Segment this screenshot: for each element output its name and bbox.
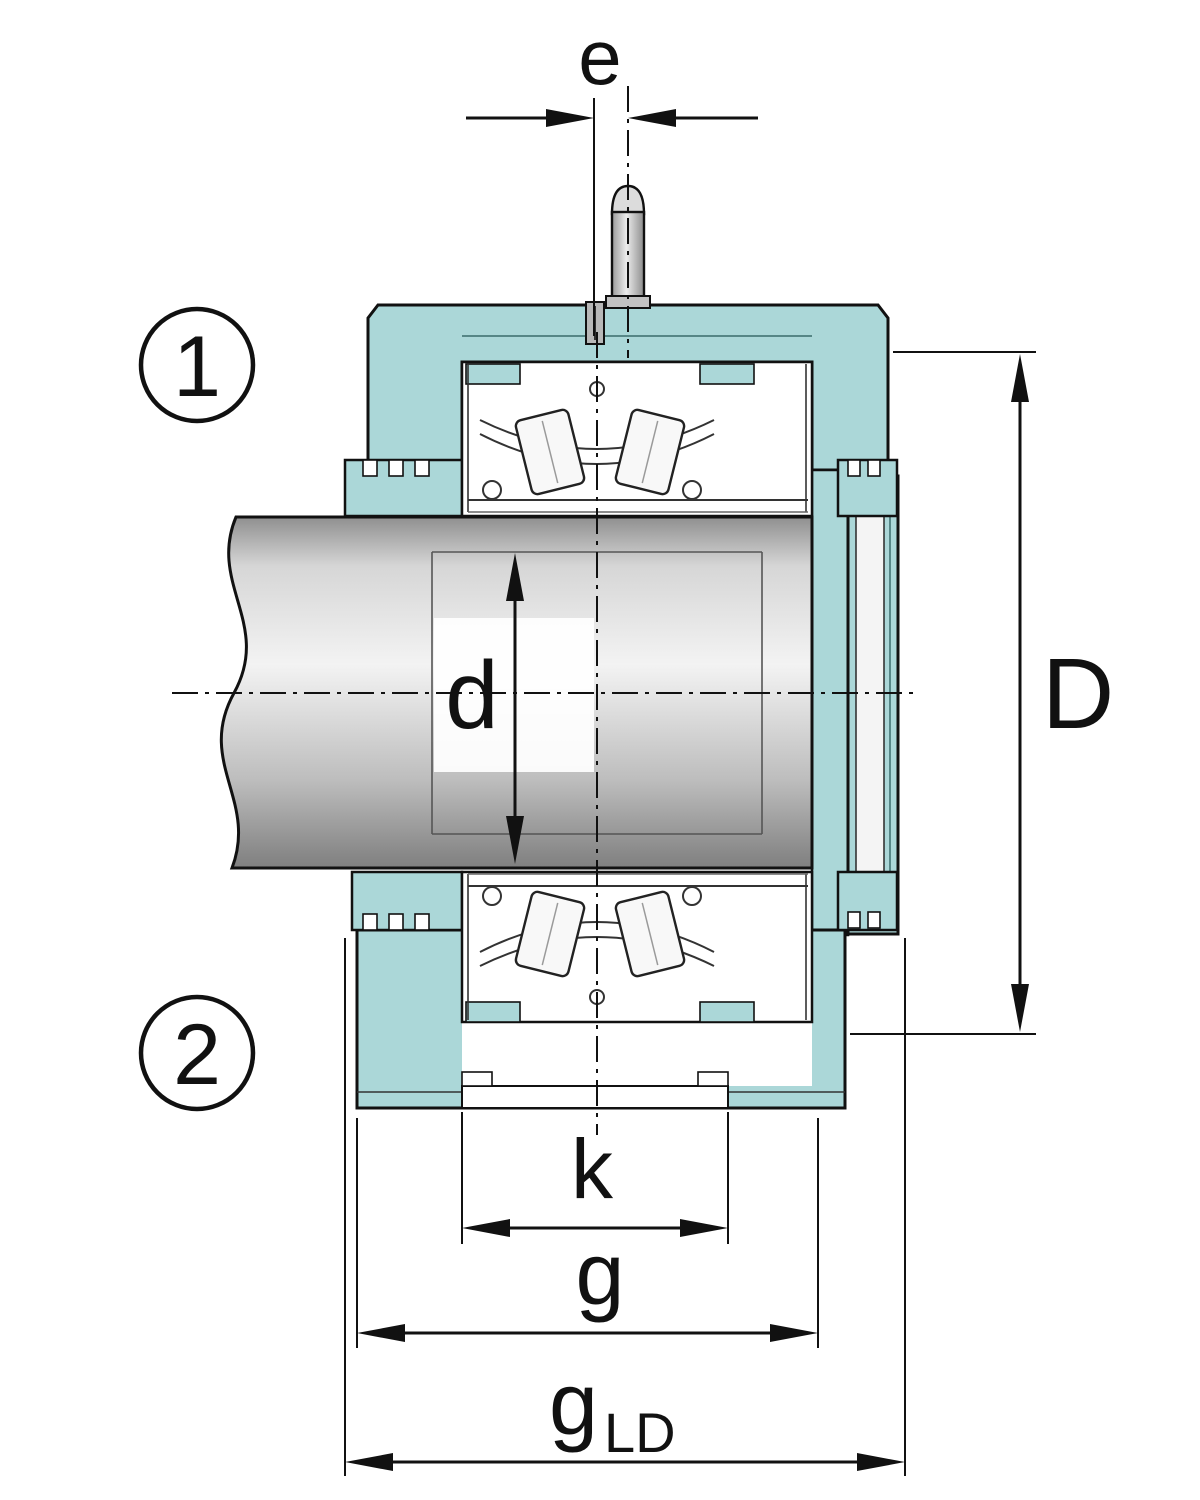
- dim-gld-label-sub: LD: [604, 1401, 676, 1464]
- dim-gld-label-main: g: [549, 1354, 598, 1453]
- groove-tooth: [847, 459, 861, 477]
- dim-k-arrow-right: [680, 1219, 728, 1237]
- dim-k-arrow-left: [462, 1219, 510, 1237]
- dim-gld: g LD: [344, 938, 906, 1476]
- dim-D: D: [850, 351, 1114, 1035]
- callout-2-number: 2: [173, 1007, 221, 1103]
- dim-g: g: [356, 1118, 819, 1348]
- groove-block: [350, 870, 464, 932]
- roller-upper-right: [614, 408, 686, 496]
- callout-1-circle: [138, 306, 256, 424]
- dim-g-label: g: [576, 1224, 625, 1323]
- base-recess: [461, 1085, 729, 1109]
- groove-tooth: [867, 459, 881, 477]
- bearing-lower-seal-right: [699, 1001, 755, 1023]
- raceway-arc-outer: [479, 419, 715, 450]
- roller-upper-left: [514, 408, 586, 496]
- seal-groove-upper-right: [836, 458, 899, 518]
- bearing-lower: [460, 870, 814, 1024]
- groove-tooth: [388, 913, 404, 931]
- dim-d-arrow-top: [506, 553, 524, 601]
- base-recess-notch-left: [461, 1071, 493, 1087]
- groove-tooth: [414, 913, 430, 931]
- cage-hole-upper-left: [482, 480, 502, 500]
- dim-k: k: [461, 1112, 729, 1244]
- bearing-lower-seal-left: [465, 1001, 521, 1023]
- dim-D-label: D: [1042, 638, 1114, 750]
- bearing-upper: [460, 360, 814, 518]
- grease-nipple: [605, 184, 651, 309]
- callout-1-number: 1: [173, 319, 221, 415]
- dim-gld-arrow-right: [857, 1453, 905, 1471]
- seal-groove-lower-left: [350, 870, 464, 932]
- dim-g-arrow-left: [357, 1324, 405, 1342]
- bearing-upper-seal-right: [699, 363, 755, 385]
- end-cover: [846, 474, 900, 936]
- callout-2-circle: [138, 994, 256, 1112]
- dim-d-arrow-bottom: [506, 816, 524, 864]
- dim-k-label: k: [571, 1122, 614, 1216]
- dim-e: e: [466, 13, 758, 336]
- groove-tooth: [414, 459, 430, 477]
- groove-tooth: [362, 459, 378, 477]
- groove-tooth: [362, 913, 378, 931]
- callout-1: 1: [138, 306, 256, 424]
- housing-right-wall: [810, 468, 850, 937]
- dim-e-label: e: [578, 13, 621, 101]
- bearing-upper-seal-left: [465, 363, 521, 385]
- cage-hole-upper-right: [682, 480, 702, 500]
- roller-lower-right: [614, 890, 686, 978]
- dim-d: d: [445, 553, 524, 864]
- roller-lower-left: [514, 890, 586, 978]
- base-recess-notch-right: [697, 1071, 729, 1087]
- dim-D-arrow-top: [1011, 354, 1029, 402]
- dim-e-arrow-right: [628, 109, 676, 127]
- callout-2: 2: [138, 994, 256, 1112]
- seal-groove-upper-left: [343, 458, 464, 518]
- groove-tooth: [847, 911, 861, 929]
- cage-hole-lower-right: [682, 886, 702, 906]
- dim-d-label: d: [445, 642, 498, 749]
- seal-groove-lower-right: [836, 870, 899, 932]
- dim-g-arrow-right: [770, 1324, 818, 1342]
- end-cover-inner-plate: [855, 507, 885, 903]
- dim-e-arrow-left: [546, 109, 594, 127]
- dim-D-arrow-bottom: [1011, 984, 1029, 1032]
- groove-tooth: [388, 459, 404, 477]
- cage-hole-lower-left: [482, 886, 502, 906]
- dim-gld-arrow-left: [345, 1453, 393, 1471]
- groove-tooth: [867, 911, 881, 929]
- centerlines: [172, 86, 915, 1135]
